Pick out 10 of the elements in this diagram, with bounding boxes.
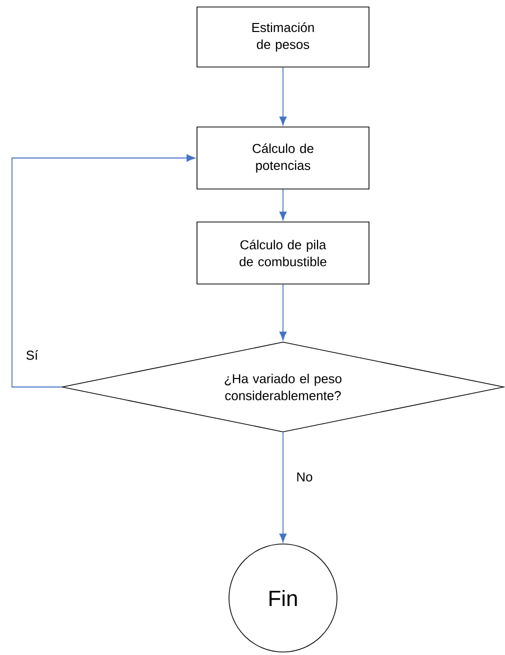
arrow — [279, 432, 287, 542]
process-box: Cálculo de pila de combustible — [196, 222, 370, 284]
edge-label: No — [295, 471, 314, 483]
arrow — [12, 154, 196, 388]
arrow — [279, 66, 287, 126]
edge-label: Sí — [24, 349, 40, 361]
arrow — [279, 284, 287, 340]
process-box: Estimación de pesos — [196, 6, 370, 68]
arrow — [279, 188, 287, 220]
process-box: Cálculo de potencias — [196, 126, 370, 190]
